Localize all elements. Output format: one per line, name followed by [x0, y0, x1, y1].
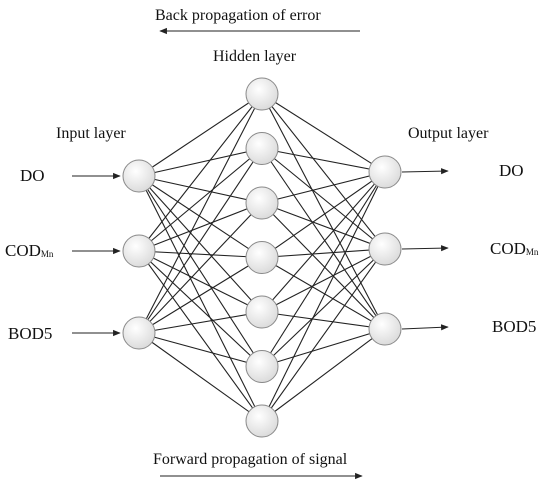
edge-input-1-hidden-6 — [138, 250, 263, 422]
edge-input-0-hidden-5 — [138, 175, 263, 367]
hidden-neuron-5 — [245, 350, 279, 383]
input-neuron-1 — [122, 234, 156, 268]
output-arrow-codmn — [401, 245, 449, 252]
input-neuron-2 — [122, 316, 156, 350]
edge-input-2-hidden-0 — [138, 93, 263, 334]
edge-hidden-0-output-1 — [261, 93, 386, 250]
output-label-bod5: BOD5 — [492, 317, 537, 336]
edge-input-2-hidden-2 — [138, 202, 263, 334]
output-neuron-2 — [368, 312, 402, 346]
edge-hidden-1-output-1 — [261, 148, 386, 250]
edge-input-1-hidden-3 — [138, 250, 263, 259]
hidden-neuron-2 — [245, 186, 279, 220]
edge-hidden-5-output-2 — [261, 328, 386, 368]
edge-input-1-hidden-0 — [138, 93, 263, 252]
edge-hidden-1-output-0 — [261, 147, 386, 173]
edge-hidden-4-output-0 — [261, 171, 386, 313]
edge-input-0-hidden-4 — [138, 175, 263, 313]
edge-input-1-hidden-1 — [138, 148, 263, 252]
input-label-do: DO — [20, 166, 45, 185]
edge-input-0-hidden-0 — [138, 93, 263, 177]
connection-lines — [138, 93, 386, 422]
input-neuron-0 — [122, 159, 156, 193]
edge-input-0-hidden-2 — [138, 175, 263, 204]
forward-propagation-caption: Forward propagation of signal — [153, 451, 348, 468]
hidden-layer-title: Hidden layer — [213, 48, 297, 65]
edge-hidden-3-output-1 — [261, 248, 386, 259]
edge-input-0-hidden-3 — [138, 175, 263, 258]
output-label-do: DO — [499, 161, 524, 180]
hidden-neuron-3 — [245, 241, 279, 274]
edge-input-1-hidden-4 — [138, 250, 263, 313]
edge-hidden-1-output-2 — [261, 148, 386, 330]
edge-hidden-4-output-1 — [261, 248, 386, 313]
input-label-codmn: CODMn — [5, 241, 54, 260]
edge-hidden-6-output-0 — [261, 171, 386, 422]
edge-input-2-hidden-1 — [138, 148, 263, 334]
hidden-neuron-4 — [245, 295, 279, 329]
edge-hidden-6-output-2 — [261, 328, 386, 422]
hidden-neuron-0 — [245, 77, 279, 111]
edge-input-2-hidden-5 — [138, 332, 263, 368]
output-arrow-bod5 — [401, 324, 449, 331]
edge-input-0-hidden-1 — [138, 147, 263, 177]
input-label-bod5: BOD5 — [8, 324, 53, 343]
neurons — [122, 77, 402, 438]
edge-input-2-hidden-6 — [138, 332, 263, 422]
edge-input-2-hidden-3 — [138, 257, 263, 334]
signal-arrows — [72, 27, 449, 480]
edge-input-2-hidden-4 — [138, 311, 263, 334]
edge-hidden-2-output-1 — [261, 202, 386, 250]
hidden-neuron-6 — [245, 404, 279, 438]
edge-input-1-hidden-5 — [138, 250, 263, 367]
output-neuron-1 — [368, 232, 402, 266]
edge-hidden-6-output-1 — [261, 248, 386, 422]
output-neuron-0 — [368, 155, 402, 189]
edge-hidden-0-output-0 — [261, 93, 386, 173]
back-propagation-caption: Back propagation of error — [155, 7, 321, 24]
edge-hidden-3-output-2 — [261, 257, 386, 330]
hidden-neuron-1 — [245, 132, 279, 165]
edge-input-1-hidden-2 — [138, 202, 263, 252]
edge-hidden-2-output-0 — [261, 171, 386, 204]
edge-hidden-5-output-1 — [261, 248, 386, 367]
edge-hidden-2-output-2 — [261, 202, 386, 330]
edge-hidden-3-output-0 — [261, 171, 386, 258]
edge-hidden-5-output-0 — [261, 171, 386, 367]
output-label-codmn: CODMn — [490, 239, 539, 258]
output-layer-title: Output layer — [408, 125, 489, 142]
input-layer-title: Input layer — [56, 125, 126, 142]
edge-hidden-0-output-2 — [261, 93, 386, 330]
edge-hidden-4-output-2 — [261, 311, 386, 330]
output-arrow-do — [401, 168, 449, 175]
edge-input-0-hidden-6 — [138, 175, 263, 422]
